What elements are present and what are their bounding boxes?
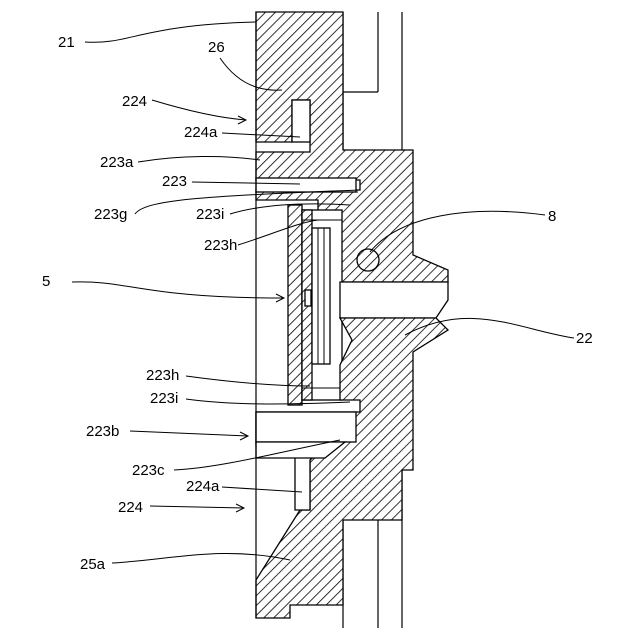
upper-housing — [256, 12, 448, 282]
label-224a-top: 224a — [184, 124, 218, 141]
label-21: 21 — [58, 34, 75, 51]
label-5: 5 — [42, 273, 50, 290]
shaft-22 — [340, 282, 448, 318]
label-25a: 25a — [80, 556, 106, 573]
channel-223b — [256, 412, 356, 442]
o-ring-upper — [357, 249, 379, 271]
channel-223 — [256, 178, 356, 192]
label-26: 26 — [208, 39, 225, 56]
label-8: 8 — [548, 208, 556, 225]
label-223c: 223c — [132, 462, 165, 479]
label-223i-top: 223i — [196, 206, 224, 223]
label-223h-bot: 223h — [146, 367, 179, 384]
upper-recess — [292, 100, 310, 142]
label-223i-bot: 223i — [150, 390, 178, 407]
label-224-top: 224 — [122, 93, 147, 110]
label-223g: 223g — [94, 206, 127, 223]
label-223: 223 — [162, 173, 187, 190]
cartridge-5 — [288, 205, 342, 405]
label-224-bot: 224 — [118, 499, 143, 516]
label-223a: 223a — [100, 154, 134, 171]
lower-housing — [256, 318, 448, 618]
label-22: 22 — [576, 330, 593, 347]
label-223b: 223b — [86, 423, 119, 440]
label-224a-bot: 224a — [186, 478, 220, 495]
label-223h-top: 223h — [204, 237, 237, 254]
